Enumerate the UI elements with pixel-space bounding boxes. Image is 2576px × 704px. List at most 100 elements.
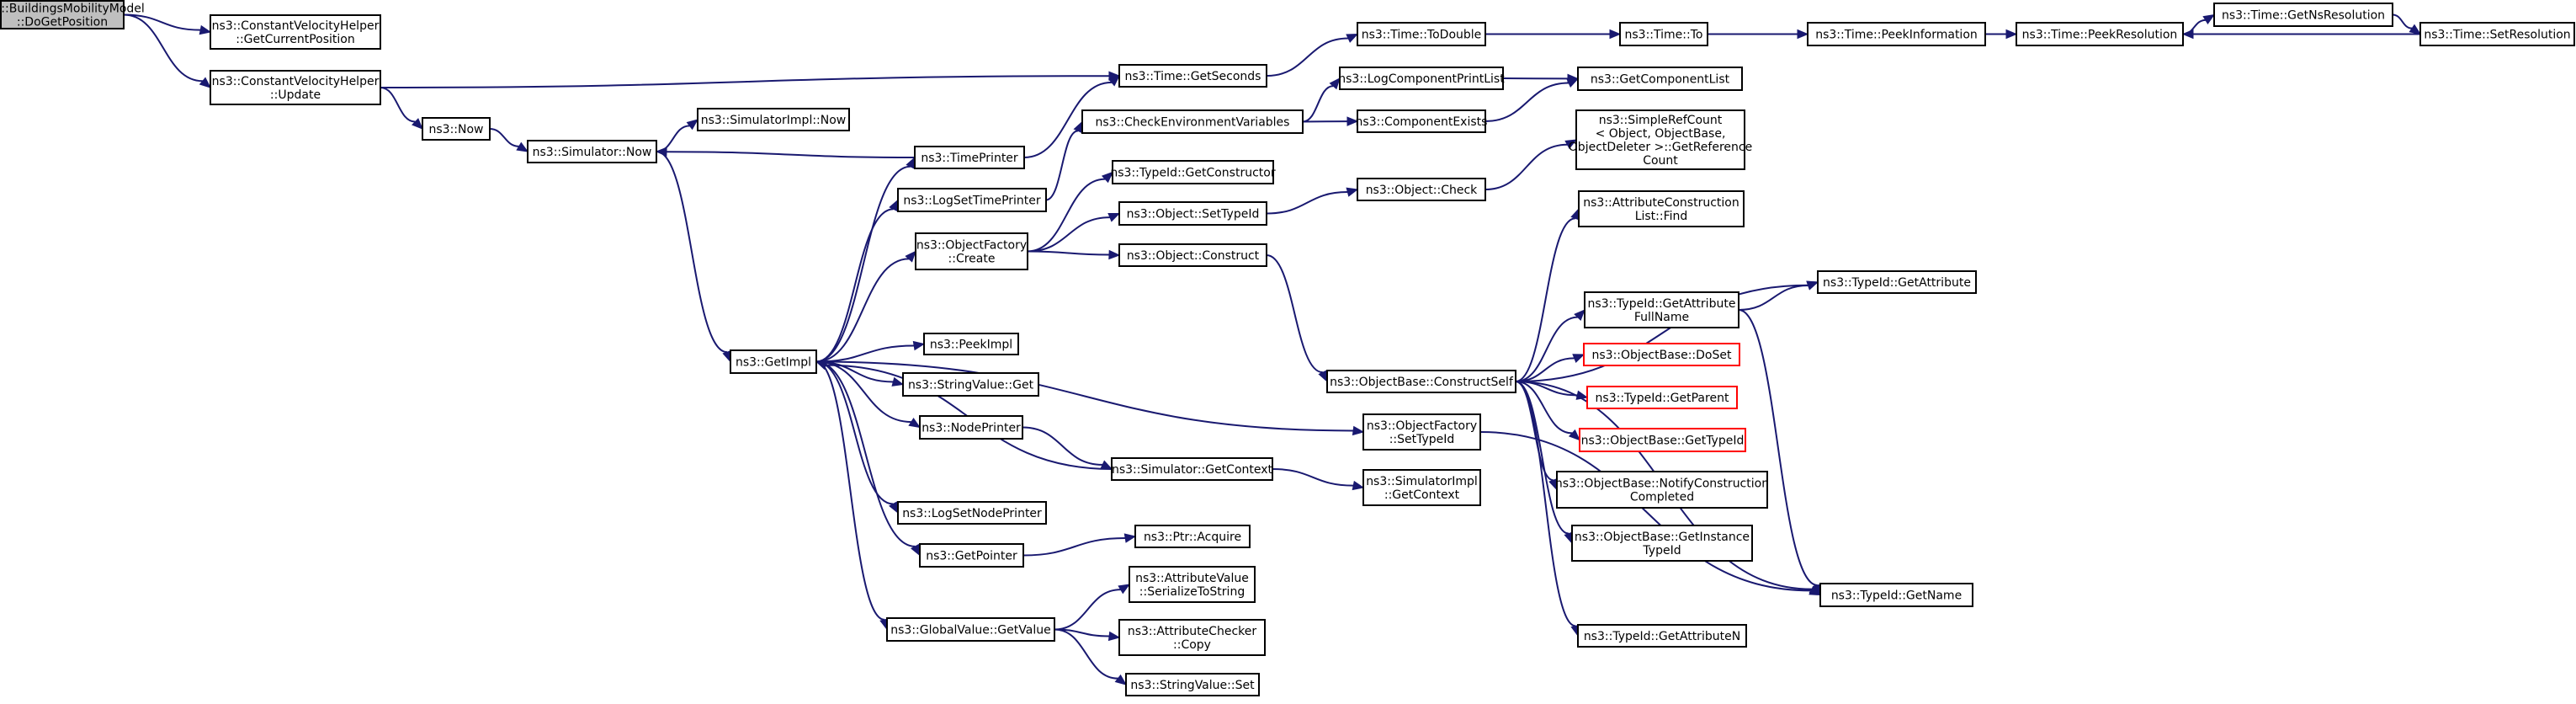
arrowhead	[1329, 77, 1341, 90]
edge-obj_check-to-simplerefcount	[1485, 139, 1578, 190]
node-ac-copy[interactable]: ns3::AttributeChecker::Copy	[1118, 619, 1266, 656]
node-label: FullName	[1634, 311, 1689, 324]
node-getcomplist[interactable]: ns3::GetComponentList	[1577, 67, 1743, 91]
node-objbase-constructself[interactable]: ns3::ObjectBase::ConstructSelf	[1326, 370, 1516, 393]
node-label: ns3::SimulatorImpl::Now	[701, 114, 847, 127]
node-label: ::GetContext	[1384, 488, 1460, 502]
arrowhead	[686, 119, 699, 131]
edge-sim_now-to-simimpl_now	[656, 119, 699, 152]
node-logsettimeprinter[interactable]: ns3::LogSetTimePrinter	[897, 188, 1047, 212]
node-obj-settypeid[interactable]: ns3::Object::SetTypeId	[1118, 201, 1267, 226]
node-sv-set[interactable]: ns3::StringValue::Set	[1125, 673, 1260, 696]
edge-line	[489, 128, 519, 147]
node-time-todouble[interactable]: ns3::Time::ToDouble	[1357, 22, 1486, 46]
node-now[interactable]: ns3::Now	[422, 117, 491, 141]
node-time-getseconds[interactable]: ns3::Time::GetSeconds	[1118, 64, 1267, 88]
edge-line	[1515, 381, 1576, 627]
node-of-settypeid[interactable]: ns3::ObjectFactory::SetTypeId	[1362, 413, 1481, 451]
edge-time_getseconds-to-time_todouble	[1266, 33, 1359, 77]
node-time-peekres[interactable]: ns3::Time::PeekResolution	[2016, 22, 2184, 46]
node-obj-construct[interactable]: ns3::Object::Construct	[1118, 243, 1267, 267]
node-box	[1134, 525, 1251, 548]
node-peekimpl[interactable]: ns3::PeekImpl	[923, 333, 1019, 355]
node-of-create[interactable]: ns3::ObjectFactory::Create	[915, 232, 1028, 270]
node-box	[902, 372, 1039, 397]
node-gv-getvalue[interactable]: ns3::GlobalValue::GetValue	[886, 617, 1055, 642]
node-ptr-acquire[interactable]: ns3::Ptr::Acquire	[1134, 525, 1251, 548]
node-simimpl-now[interactable]: ns3::SimulatorImpl::Now	[697, 108, 850, 131]
node-box	[897, 188, 1047, 212]
arrowhead	[1564, 139, 1578, 150]
node-box	[1326, 370, 1516, 393]
node-objbase-gettypeid[interactable]: ns3::ObjectBase::GetTypeId	[1579, 428, 1746, 452]
node-simplerefcount[interactable]: ns3::SimpleRefCount< Object, ObjectBase,…	[1569, 109, 1752, 170]
arrowhead	[1346, 116, 1359, 126]
node-box	[1817, 270, 1977, 294]
arrowhead	[1572, 354, 1585, 363]
node-box	[1357, 22, 1486, 46]
arrowhead	[905, 250, 916, 263]
node-label: List::Find	[1635, 210, 1688, 223]
node-compexists[interactable]: ns3::ComponentExists	[1356, 109, 1488, 133]
node-typeid-getname[interactable]: ns3::TypeId::GetName	[1819, 583, 1973, 607]
node-typeid-getattrn[interactable]: ns3::TypeId::GetAttributeN	[1577, 624, 1747, 648]
node-time-getnsres[interactable]: ns3::Time::GetNsResolution	[2213, 3, 2393, 27]
node-av-serialize[interactable]: ns3::AttributeValue::SerializeToString	[1129, 566, 1256, 603]
node-simimpl-getcontext[interactable]: ns3::SimulatorImpl::GetContext	[1362, 469, 1481, 506]
node-nodeprinter[interactable]: ns3::NodePrinter	[919, 415, 1023, 440]
node-label: ns3::TimePrinter	[921, 152, 1018, 165]
node-label: ::Update	[270, 88, 321, 102]
node-obj-check[interactable]: ns3::Object::Check	[1357, 178, 1486, 201]
edge-sim_now-to-getimpl	[656, 151, 732, 363]
node-root[interactable]: ns3::BuildingsMobilityModel::DoGetPositi…	[0, 0, 145, 29]
node-typeid-getparent[interactable]: ns3::TypeId::GetParent	[1586, 386, 1738, 409]
arrowhead	[1108, 249, 1121, 260]
node-time-peekinfo[interactable]: ns3::Time::PeekInformation	[1807, 22, 1986, 46]
node-sim-now[interactable]: ns3::Simulator::Now	[527, 140, 657, 163]
node-getpointer[interactable]: ns3::GetPointer	[919, 543, 1024, 568]
node-sv-get[interactable]: ns3::StringValue::Get	[902, 372, 1039, 397]
edges-layer	[123, 13, 2422, 685]
node-label: ns3::PeekImpl	[930, 339, 1012, 352]
node-box	[210, 70, 381, 105]
node-logsetnodeprinter[interactable]: ns3::LogSetNodePrinter	[897, 501, 1047, 525]
arrowhead	[1107, 75, 1120, 87]
node-box	[1619, 22, 1708, 46]
node-label: ns3::LogComponentPrintList	[1338, 72, 1505, 86]
node-box	[1586, 386, 1738, 409]
node-box	[1081, 109, 1304, 134]
node-label: ns3::ObjectFactory	[1367, 419, 1477, 433]
node-logcomplist[interactable]: ns3::LogComponentPrintList	[1338, 67, 1505, 90]
node-cvh-getpos[interactable]: ns3::ConstantVelocityHelper::GetCurrentP…	[210, 14, 381, 50]
node-label: ns3::Time::To	[1625, 29, 1703, 42]
node-timeprinter[interactable]: ns3::TimePrinter	[914, 146, 1025, 169]
node-cvh-update[interactable]: ns3::ConstantVelocityHelper::Update	[210, 70, 381, 105]
node-box	[730, 349, 817, 374]
node-label: ns3::TypeId::GetAttribute	[1588, 297, 1736, 311]
node-objbase-notify[interactable]: ns3::ObjectBase::NotifyConstructionCompl…	[1555, 471, 1769, 509]
edge-checkenv-to-logcomplist	[1302, 77, 1341, 123]
node-time-setres[interactable]: ns3::Time::SetResolution	[2419, 22, 2575, 46]
node-label: ns3::ObjectBase::ConstructSelf	[1330, 376, 1514, 389]
edge-time_setres-to-time_peekres	[2181, 29, 2420, 40]
node-getimpl[interactable]: ns3::GetImpl	[730, 349, 817, 374]
edge-line	[1266, 191, 1348, 215]
edge-line	[1515, 381, 1570, 535]
node-typeid-getctor[interactable]: ns3::TypeId::GetConstructor	[1110, 160, 1276, 184]
node-sim-getcontext[interactable]: ns3::Simulator::GetContext	[1111, 457, 1273, 481]
node-label: ns3::Simulator::Now	[533, 146, 652, 159]
arrowhead	[1568, 429, 1580, 441]
node-typeid-getattribute[interactable]: ns3::TypeId::GetAttribute	[1817, 270, 1977, 294]
node-checkenv[interactable]: ns3::CheckEnvironmentVariables	[1081, 109, 1304, 134]
edge-line	[1515, 217, 1576, 382]
node-time-to[interactable]: ns3::Time::To	[1619, 22, 1708, 46]
node-label: Count	[1643, 154, 1678, 168]
node-label: ::Create	[948, 253, 996, 266]
node-objbase-doset[interactable]: ns3::ObjectBase::DoSet	[1583, 343, 1740, 366]
edge-gv_getvalue-to-av_serialize	[1054, 584, 1131, 631]
arrowhead	[199, 24, 212, 35]
